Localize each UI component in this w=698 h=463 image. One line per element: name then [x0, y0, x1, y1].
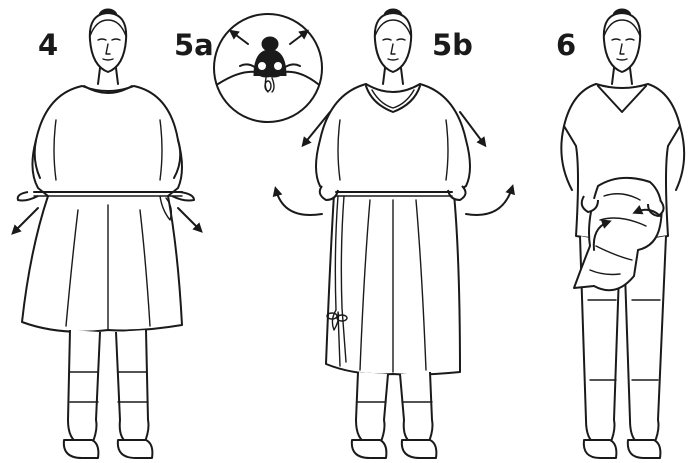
step-5b-figure — [316, 9, 470, 458]
step-4-panel: 4 — [14, 9, 200, 458]
step-4-arrow-left-icon — [14, 208, 38, 232]
step-4-figure — [18, 9, 194, 458]
step-4-arrow-right-icon — [178, 208, 200, 230]
step-5a-detail-circle — [214, 14, 322, 122]
step-5a-panel: 5a — [174, 14, 322, 122]
step-6-label: 6 — [556, 28, 576, 62]
step-5b-arrow-lower-left-icon — [276, 190, 322, 215]
step-6-figure — [561, 9, 684, 458]
step-6-panel: 6 — [556, 9, 684, 458]
step-5a-label: 5a — [174, 28, 214, 62]
step-4-label: 4 — [38, 28, 58, 62]
step-5b-label: 5b — [432, 28, 473, 62]
step-5b-arrow-lower-right-icon — [466, 188, 512, 215]
